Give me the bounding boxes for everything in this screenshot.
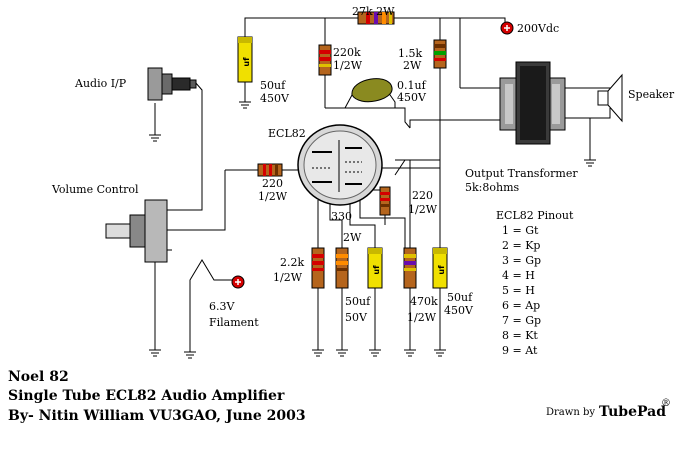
label-470k: 470k — [410, 295, 438, 308]
label-50uf-top: 50uf — [260, 79, 286, 92]
pinout-title: ECL82 Pinout — [496, 209, 574, 222]
label-supply: 200Vdc — [517, 22, 559, 35]
label-50uf-right-voltage: 450V — [444, 304, 474, 317]
label-1-5k-power: 2W — [403, 59, 422, 72]
label-50uf-bottom-voltage: 50V — [345, 311, 368, 324]
label-220-input: 220 — [262, 177, 283, 190]
label-output-transformer-ratio: 5k:8ohms — [465, 181, 520, 194]
plus-terminal-icon — [231, 275, 245, 289]
capacitor-0-1uf — [351, 78, 393, 103]
cap-mark: uf — [372, 265, 381, 275]
resistor-1-5k — [433, 39, 447, 69]
speaker-icon — [597, 73, 623, 123]
label-220-input-power: 1/2W — [258, 190, 288, 203]
footer-title: Single Tube ECL82 Audio Amplifier — [8, 388, 285, 404]
label-50uf-right: 50uf — [447, 291, 473, 304]
label-tube: ECL82 — [268, 127, 306, 140]
capacitor-50uf-top: uf — [237, 36, 253, 83]
pinout-row: 1 = Gt — [502, 224, 539, 237]
resistor-220-small — [379, 186, 391, 216]
label-220-right: 220 — [412, 189, 433, 202]
tube-ecl82 — [297, 124, 383, 206]
pinout-row: 3 = Gp — [502, 254, 541, 267]
cap-mark: uf — [437, 265, 446, 275]
label-filament: Filament — [209, 316, 259, 329]
pinout-row: 2 = Kp — [502, 239, 540, 252]
ground-symbols — [149, 101, 596, 359]
pinout-row: 5 = H — [502, 284, 535, 297]
label-330-power: 2W — [343, 231, 362, 244]
output-transformer — [499, 61, 566, 145]
label-volume-control: Volume Control — [51, 183, 139, 196]
label-220k-power: 1/2W — [333, 59, 363, 72]
pinout-table: ECL82 Pinout 1 = Gt 2 = Kp 3 = Gp 4 = H … — [496, 209, 574, 357]
pinout-row: 4 = H — [502, 269, 535, 282]
label-0-1uf-voltage: 450V — [397, 91, 427, 104]
label-1-5k: 1.5k — [398, 47, 422, 60]
label-2-2k-power: 1/2W — [273, 271, 303, 284]
audio-input-jack-icon — [147, 67, 197, 101]
label-output-transformer: Output Transformer — [465, 167, 578, 180]
label-filament-voltage: 6.3V — [209, 300, 235, 313]
footer-registered-mark: ® — [661, 398, 671, 409]
resistor-470k — [403, 247, 417, 289]
pinout-row: 6 = Ap — [502, 299, 540, 312]
label-0-1uf: 0.1uf — [397, 79, 427, 92]
volume-potentiometer-icon — [105, 199, 175, 263]
label-220k: 220k — [333, 46, 361, 59]
resistor-220k — [318, 44, 332, 76]
resistor-27k — [357, 11, 395, 25]
capacitor-50uf-right: uf — [432, 247, 448, 289]
cap-mark: uf — [242, 57, 251, 67]
footer-brand: TubePad — [599, 404, 666, 420]
label-50uf-bottom: 50uf — [345, 295, 371, 308]
label-2-2k: 2.2k — [280, 256, 304, 269]
footer-author: By- Nitin William VU3GAO, June 2003 — [8, 408, 306, 424]
label-470k-power: 1/2W — [407, 311, 437, 324]
resistor-220-input — [257, 163, 283, 177]
label-audio-input: Audio I/P — [74, 77, 127, 90]
label-27k: 27k 2W — [352, 5, 395, 18]
footer-drawn-by: Drawn by — [546, 407, 595, 418]
resistor-2-2k — [311, 247, 325, 289]
label-330: 330 — [331, 210, 352, 223]
pinout-row: 8 = Kt — [502, 329, 538, 342]
capacitor-50uf-bottom: uf — [367, 247, 383, 289]
resistor-330 — [335, 247, 349, 289]
label-220-right-power: 1/2W — [408, 203, 438, 216]
label-50uf-top-voltage: 450V — [260, 92, 290, 105]
plus-terminal-icon — [500, 21, 514, 35]
label-speaker: Speaker — [628, 88, 675, 101]
footer-project-name: Noel 82 — [8, 369, 69, 385]
pinout-row: 9 = At — [502, 344, 538, 357]
pinout-row: 7 = Gp — [502, 314, 541, 327]
